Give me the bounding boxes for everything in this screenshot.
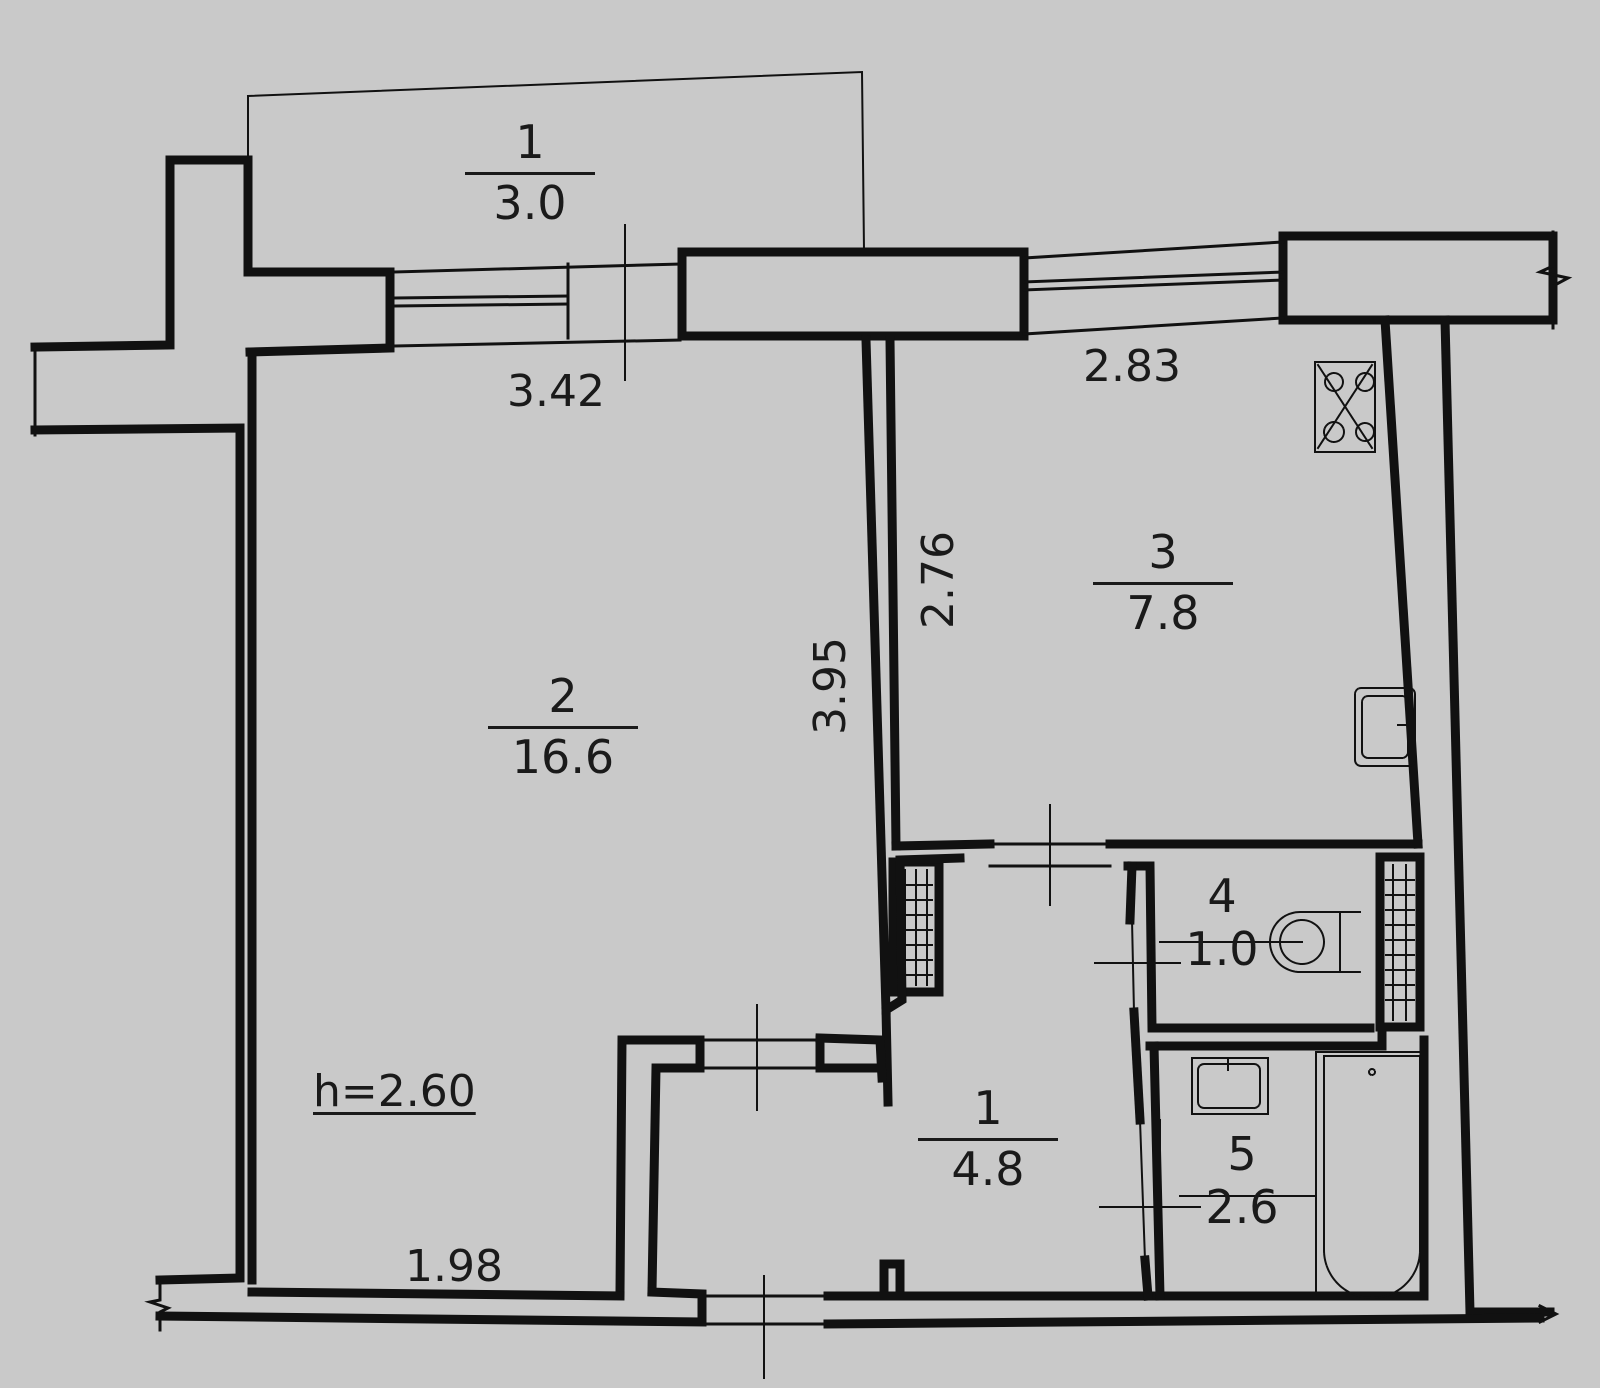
room-area: 3.0: [493, 176, 567, 231]
ventilation-shaft-right: [1375, 852, 1425, 1032]
room-area: 2.6: [1205, 1180, 1279, 1235]
exterior-wall-right: [1380, 315, 1555, 1317]
room-bathroom: 5 2.6: [1192, 1130, 1292, 1232]
room-kitchen: 3 7.8: [1093, 528, 1233, 638]
room-toilet: 4 1.0: [1172, 872, 1272, 974]
dimension-kitchen-width: 2.83: [1083, 341, 1181, 392]
dimension-living-width-bottom: 1.98: [405, 1241, 503, 1292]
room-area: 16.6: [511, 730, 615, 785]
stove-icon: [1314, 361, 1376, 453]
window-living-room: [393, 224, 682, 381]
room-divider: [1093, 582, 1233, 586]
room-number: 2: [548, 669, 578, 723]
door-toilet: [1094, 918, 1181, 1014]
room-number: 1: [515, 115, 545, 169]
exterior-wall-left: [30, 155, 395, 1285]
wet-room-walls: [1123, 861, 1387, 1301]
bathroom-sink-icon: [1191, 1057, 1269, 1115]
window-kitchen: [1022, 240, 1285, 336]
balcony-outline: [246, 70, 866, 252]
door-living-room: [698, 1004, 822, 1111]
exterior-wall-top: [677, 231, 1558, 341]
room-hallway: 1 4.8: [918, 1084, 1058, 1194]
door-kitchen: [988, 804, 1112, 906]
room-area: 4.8: [951, 1142, 1025, 1197]
hallway-walls: [155, 853, 965, 1327]
entrance-door: [700, 1275, 830, 1379]
room-number: 1: [973, 1081, 1003, 1135]
dimension-kitchen-depth: 2.76: [912, 531, 964, 629]
kitchen-sink-icon: [1354, 687, 1416, 767]
room-number: 5: [1227, 1127, 1257, 1181]
ventilation-shaft-left: [888, 857, 944, 997]
room-divider: [488, 726, 638, 730]
dimension-living-width-top: 3.42: [507, 366, 605, 417]
dimension-living-depth: 3.95: [804, 637, 856, 735]
room-living-room: 2 16.6: [488, 672, 638, 782]
room-number: 3: [1148, 525, 1178, 579]
room-balcony: 1 3.0: [465, 118, 595, 228]
room-number: 4: [1207, 869, 1237, 923]
bathtub-icon: [1315, 1051, 1427, 1299]
partition-living-kitchen: [861, 335, 1423, 1015]
room-area: 7.8: [1126, 586, 1200, 641]
room-area: 1.0: [1185, 922, 1259, 977]
ceiling-height-label: h=2.60: [313, 1066, 476, 1117]
toilet-icon: [1159, 911, 1361, 973]
door-bathroom: [1099, 1118, 1201, 1262]
room-divider: [918, 1138, 1058, 1142]
room-divider: [465, 172, 595, 176]
